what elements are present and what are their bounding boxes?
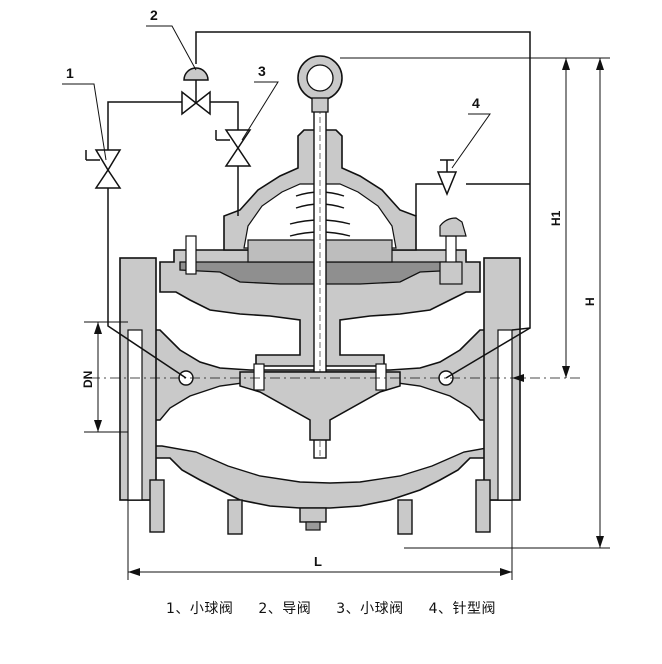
left-flange-inner bbox=[127, 329, 143, 501]
right-flange-inner bbox=[497, 329, 513, 501]
ball-valve-1 bbox=[85, 149, 122, 189]
seat-left bbox=[253, 363, 265, 391]
caption-item-2: 2、导阀 bbox=[258, 601, 312, 617]
dimension-lines bbox=[84, 57, 610, 580]
foot-right-inner bbox=[397, 499, 413, 535]
dim-l-label: L bbox=[314, 554, 322, 569]
valve-disc bbox=[239, 371, 401, 441]
callout-leaders bbox=[62, 25, 491, 169]
seat-right bbox=[375, 363, 387, 391]
caption-item-1: 1、小球阀 bbox=[165, 601, 234, 617]
needle-valve-4 bbox=[436, 159, 458, 196]
dim-dn-label: DN bbox=[81, 371, 95, 388]
dim-h1-label: H1 bbox=[549, 210, 563, 226]
foot-left-outer bbox=[149, 479, 165, 533]
ball-valve-3 bbox=[215, 129, 252, 167]
callout-1: 1 bbox=[66, 65, 74, 81]
caption: 1、小球阀 2、导阀 3、小球阀 4、针型阀 bbox=[0, 598, 662, 618]
callout-2: 2 bbox=[150, 7, 158, 23]
lifting-eye bbox=[297, 55, 343, 113]
foot-right-outer bbox=[475, 479, 491, 533]
drain-plug bbox=[299, 507, 327, 523]
caption-item-3: 3、小球阀 bbox=[336, 601, 404, 617]
foot-left-inner bbox=[227, 499, 243, 535]
dim-h-label: H bbox=[583, 297, 597, 306]
dimension-arrows bbox=[94, 58, 604, 576]
pilot-valve-2 bbox=[181, 67, 211, 116]
callout-4: 4 bbox=[472, 95, 480, 111]
bolt-left bbox=[185, 235, 197, 275]
callout-3: 3 bbox=[258, 63, 266, 79]
bolt-right-nut bbox=[439, 217, 467, 237]
pilot-piping bbox=[107, 31, 531, 379]
caption-item-4: 4、针型阀 bbox=[428, 601, 497, 617]
